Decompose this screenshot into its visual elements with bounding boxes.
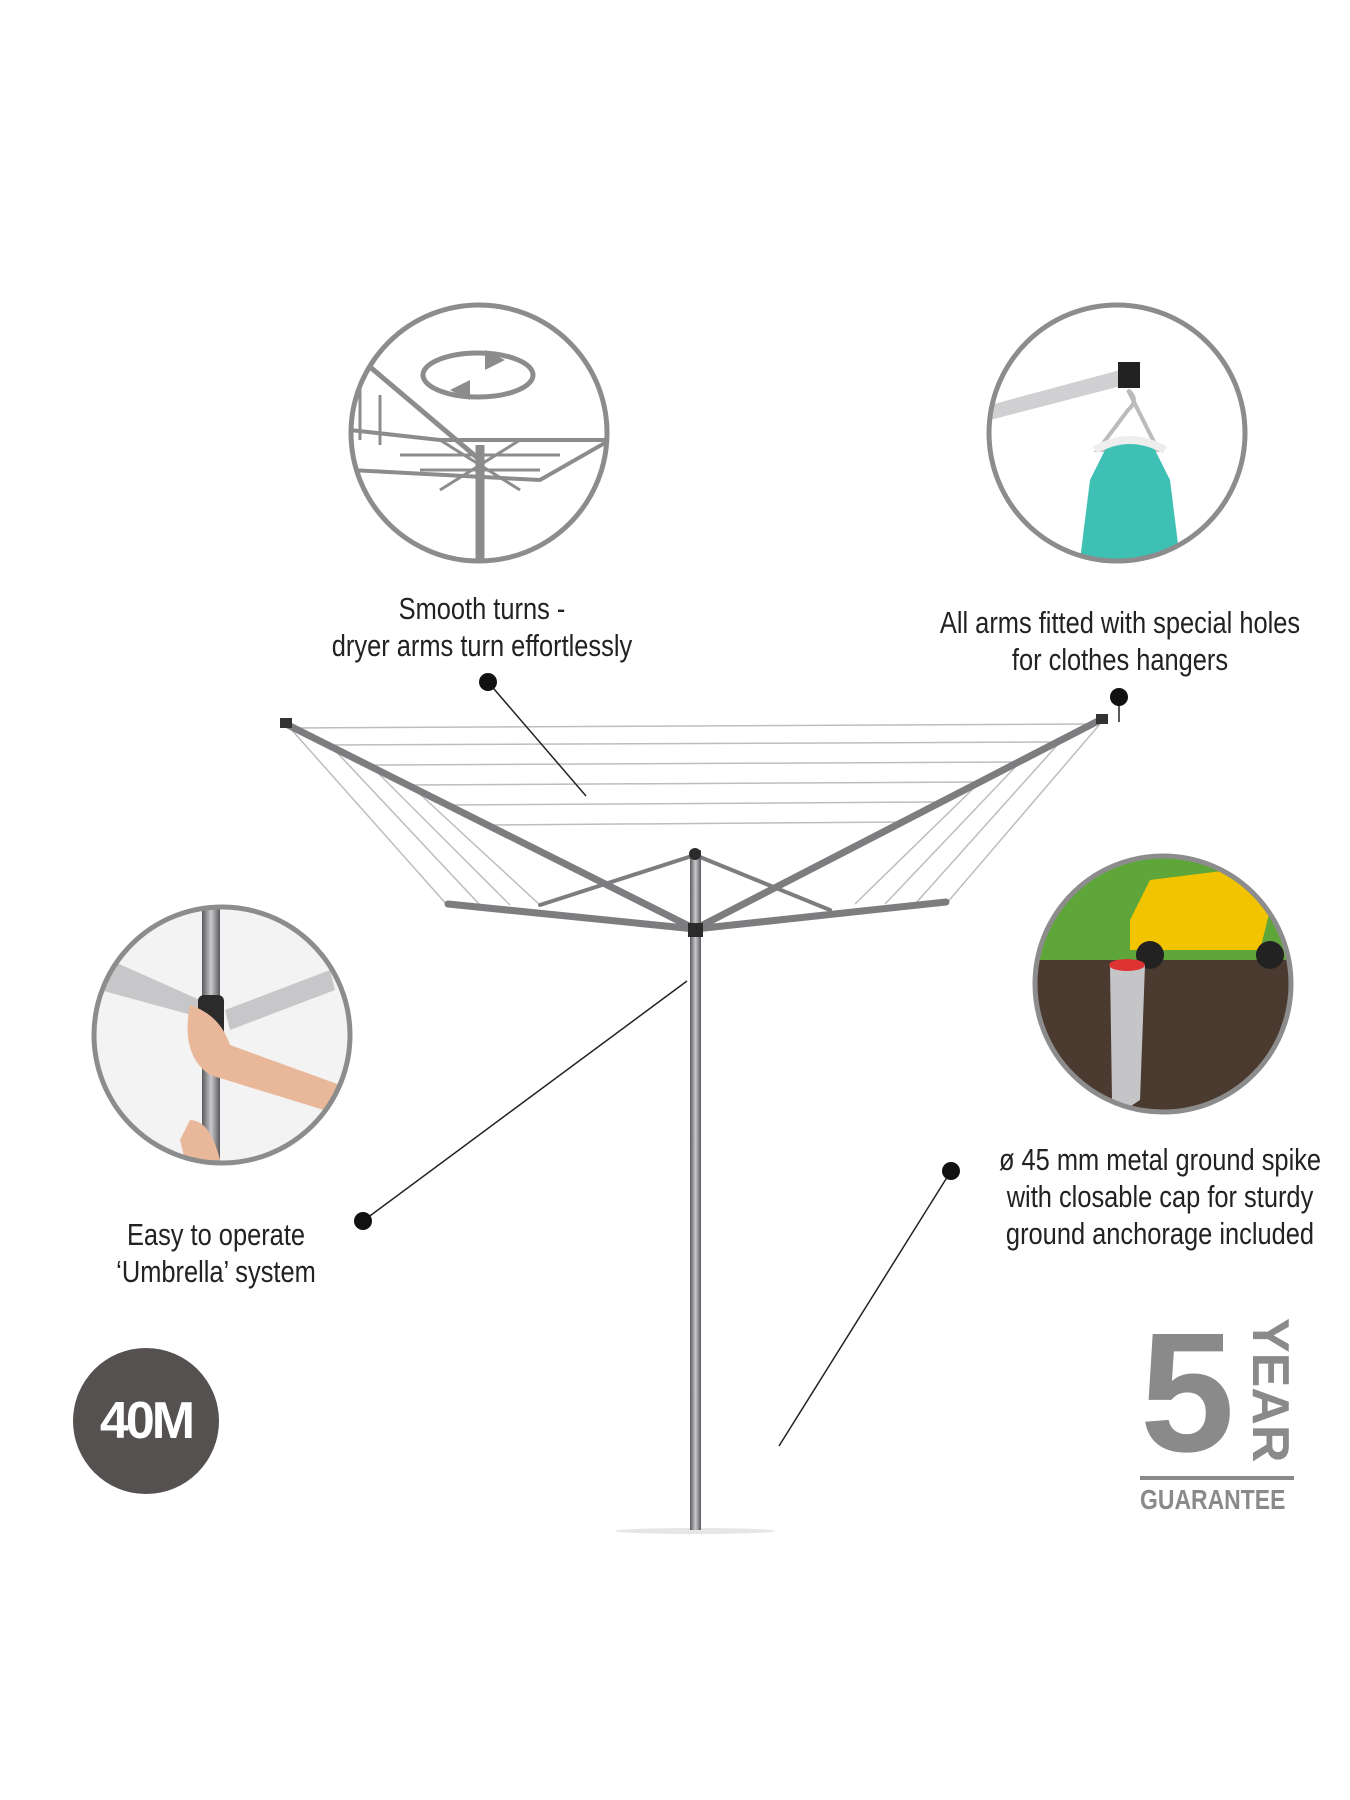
callout-dot	[1110, 688, 1128, 706]
line-length-text: 40M	[99, 1392, 195, 1450]
caption-line: ‘Umbrella’ system	[116, 1254, 316, 1289]
guarantee-logo: 5 YEAR GUARANTEE	[1140, 1298, 1300, 1518]
callout-dot	[354, 1212, 372, 1230]
caption-line: Easy to operate	[126, 1217, 306, 1252]
callout-dot	[942, 1162, 960, 1180]
caption-line: with closable cap for sturdy	[1006, 1179, 1314, 1214]
hanger-holes-caption: All arms fitted with special holes for c…	[940, 604, 1300, 678]
hanger-holes-detail-image	[986, 302, 1248, 564]
umbrella-caption: Easy to operate ‘Umbrella’ system	[116, 1216, 316, 1290]
rotary-dryer-illustration	[280, 714, 1108, 1534]
smooth-turns-caption: Smooth turns - dryer arms turn effortles…	[332, 590, 632, 664]
line-length-badge: 40M	[73, 1348, 219, 1494]
caption-line: All arms fitted with special holes	[939, 605, 1301, 640]
dryer-pole	[690, 850, 701, 1530]
caption-line: dryer arms turn effortlessly	[331, 628, 633, 663]
guarantee-divider	[1140, 1476, 1294, 1480]
caption-line: ground anchorage included	[1005, 1216, 1315, 1251]
caption-line: for clothes hangers	[1011, 642, 1229, 677]
smooth-turns-detail-image	[348, 302, 610, 564]
umbrella-system-detail-image	[91, 904, 353, 1166]
guarantee-label: GUARANTEE	[1140, 1484, 1286, 1515]
ground-spike-detail-image	[1032, 853, 1294, 1115]
rotate-arrows-icon	[420, 350, 536, 400]
caption-line: ø 45 mm metal ground spike	[998, 1142, 1322, 1177]
guarantee-number: 5	[1140, 1298, 1235, 1488]
callout-dot	[479, 673, 497, 691]
guarantee-unit: YEAR	[1241, 1318, 1299, 1463]
caption-line: Smooth turns -	[398, 591, 566, 626]
ground-spike-caption: ø 45 mm metal ground spike with closable…	[999, 1141, 1321, 1252]
callout-leaders	[362, 681, 1120, 1447]
